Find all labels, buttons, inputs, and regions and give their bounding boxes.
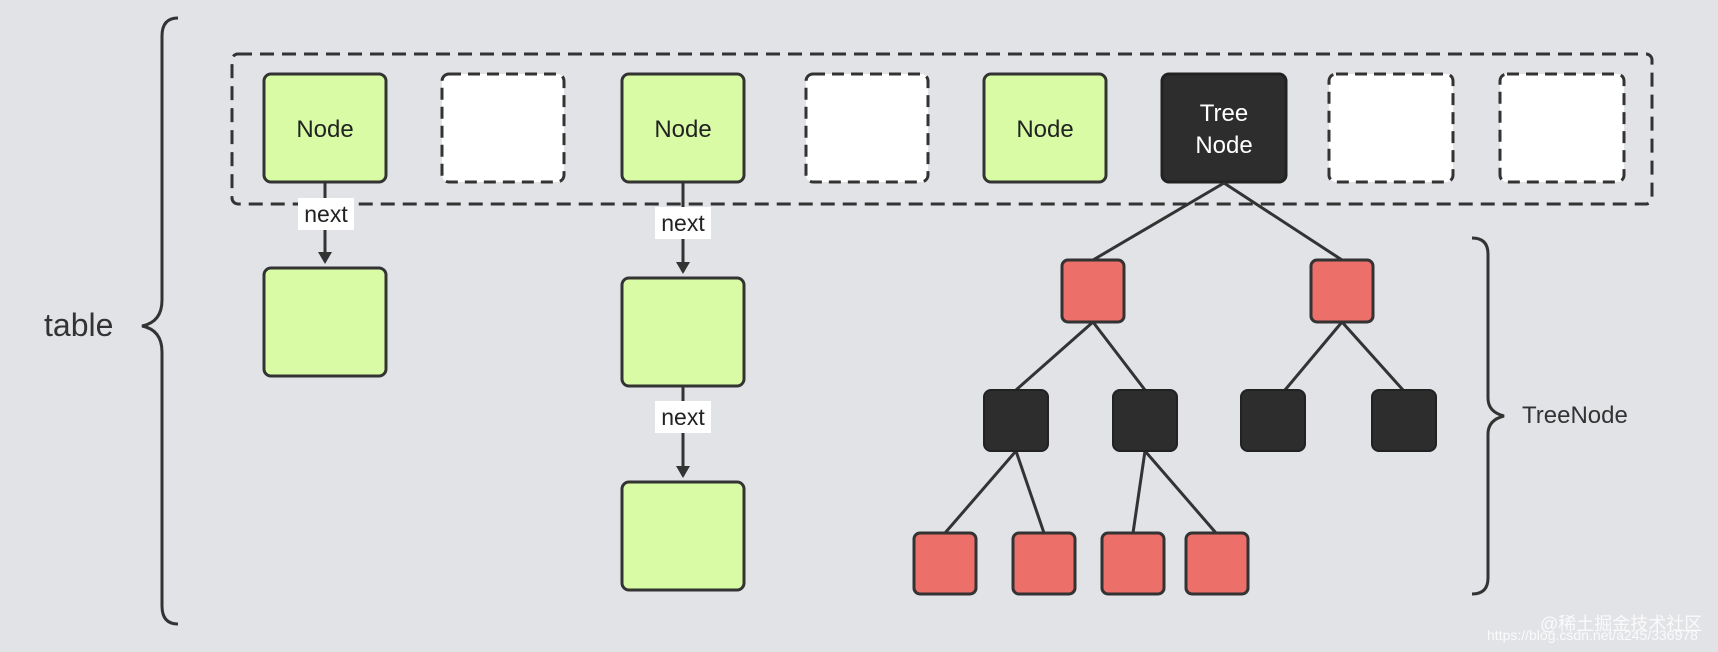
next-label-1-text: next	[304, 201, 348, 227]
tree-red-node	[1309, 258, 1375, 324]
bucket-node-1-label: Node	[296, 116, 353, 143]
treenode-label: TreeNode	[1522, 402, 1628, 429]
empty-bucket-3	[1327, 72, 1455, 184]
bucket-node-1: Node	[262, 72, 388, 184]
chain-node-3	[620, 480, 746, 592]
chain-node-2	[620, 276, 746, 388]
tree-red-node	[1011, 531, 1077, 596]
tree-black-node	[1112, 389, 1178, 452]
bucket-tree-node: Tree Node	[1160, 72, 1288, 184]
tree-red-node	[1060, 258, 1126, 324]
empty-bucket-2	[804, 72, 930, 184]
next-label-3-text: next	[661, 404, 705, 430]
next-label-2: next	[655, 207, 711, 239]
watermark-line2: https://blog.csdn.net/a245/336978	[1487, 627, 1698, 643]
tree-black-node	[1371, 389, 1437, 452]
table-brace	[141, 16, 179, 626]
next-label-3: next	[655, 401, 711, 433]
treenode-brace	[1471, 236, 1505, 596]
tree-red-node	[1184, 531, 1250, 596]
bucket-node-3-label: Node	[1016, 116, 1073, 143]
tree-red-node	[912, 531, 978, 596]
empty-bucket-4	[1498, 72, 1626, 184]
watermark-line1: @稀土掘金技术社区	[1540, 614, 1702, 634]
tree-edges	[943, 181, 1405, 534]
tree-node-label-line2: Node	[1195, 132, 1252, 159]
next-label-1: next	[298, 198, 354, 230]
tree-black-node	[983, 389, 1049, 452]
tree-black-node	[1240, 389, 1306, 452]
tree-node-label-line1: Tree	[1200, 100, 1248, 127]
bucket-node-2-label: Node	[654, 116, 711, 143]
empty-bucket-1	[440, 72, 566, 184]
bucket-array-outline	[230, 52, 1654, 206]
next-label-2-text: next	[661, 210, 705, 236]
tree-red-node	[1100, 531, 1166, 596]
bucket-node-3: Node	[982, 72, 1108, 184]
table-label: table	[44, 307, 113, 343]
bucket-node-2: Node	[620, 72, 746, 184]
chain-node-1	[262, 266, 388, 378]
